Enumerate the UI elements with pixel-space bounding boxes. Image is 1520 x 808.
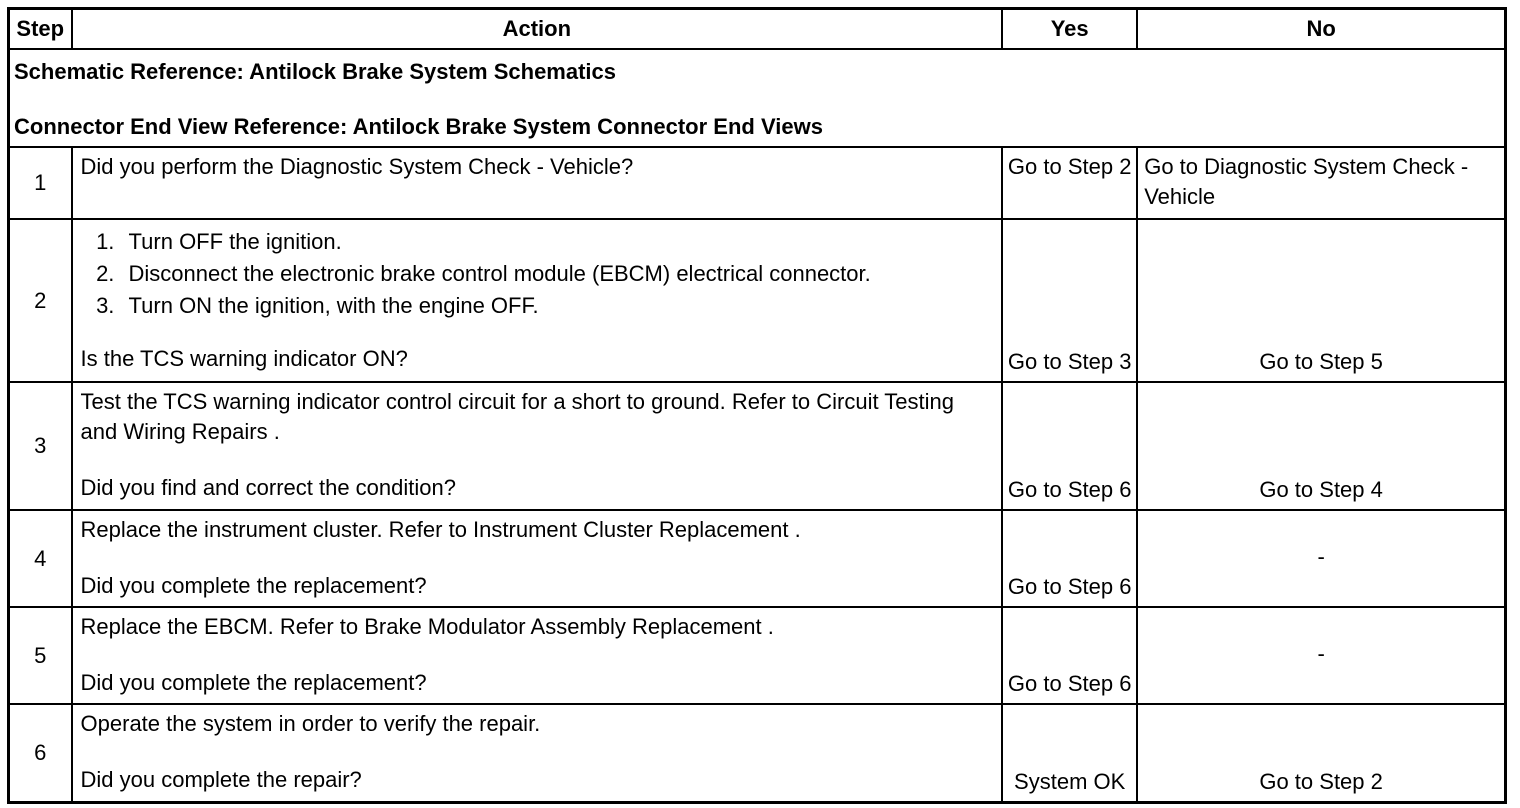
table-row: 5 Replace the EBCM. Refer to Brake Modul… [7,606,1507,705]
action-text: Did you perform the Diagnostic System Ch… [80,154,634,179]
step-action: Turn OFF the ignition. Disconnect the el… [70,218,1004,383]
step-action: Test the TCS warning indicator control c… [70,381,1004,511]
header-no: No [1136,7,1507,50]
header-action: Action [70,7,1004,50]
diagnostic-table: Step Action Yes No Schematic Reference: … [7,7,1507,804]
action-text: Replace the instrument cluster. Refer to… [80,517,801,542]
action-question: Did you find and correct the condition? [80,475,456,500]
step-action: Operate the system in order to verify th… [70,703,1004,803]
no-result: Go to Diagnostic System Check - Vehicle [1136,146,1507,220]
table-row: 6 Operate the system in order to verify … [7,703,1507,803]
table-row: 3 Test the TCS warning indicator control… [7,381,1507,511]
no-result: Go to Step 2 [1136,703,1507,803]
header-step: Step [7,7,73,50]
step-action: Did you perform the Diagnostic System Ch… [70,146,1004,220]
action-text: Operate the system in order to verify th… [80,711,541,736]
yes-result: Go to Step 2 [1001,146,1139,220]
action-question: Did you complete the replacement? [80,573,427,598]
no-result: Go to Step 5 [1136,218,1507,383]
action-list-item: Turn OFF the ignition. [121,226,996,258]
action-list-item: Disconnect the electronic brake control … [121,258,996,290]
action-question: Did you complete the repair? [80,767,362,792]
yes-result: Go to Step 6 [1001,606,1139,705]
step-number: 1 [7,146,73,220]
step-number: 2 [7,218,73,383]
yes-result: Go to Step 6 [1001,509,1139,608]
connector-reference: Connector End View Reference: Antilock B… [14,114,823,139]
step-action: Replace the EBCM. Refer to Brake Modulat… [70,606,1004,705]
no-result: - [1136,509,1507,608]
table-row: 1 Did you perform the Diagnostic System … [7,146,1507,220]
yes-result: Go to Step 6 [1001,381,1139,511]
yes-result: System OK [1001,703,1139,803]
table-row: 4 Replace the instrument cluster. Refer … [7,509,1507,608]
header-row: Step Action Yes No [7,7,1507,50]
reference-cell: Schematic Reference: Antilock Brake Syst… [7,48,1507,148]
schematic-reference: Schematic Reference: Antilock Brake Syst… [14,59,617,84]
step-number: 4 [7,509,73,608]
action-question: Is the TCS warning indicator ON? [80,346,408,371]
header-yes: Yes [1001,7,1139,50]
step-number: 3 [7,381,73,511]
reference-row: Schematic Reference: Antilock Brake Syst… [7,48,1507,148]
step-number: 6 [7,703,73,803]
action-question: Did you complete the replacement? [80,670,427,695]
action-list: Turn OFF the ignition. Disconnect the el… [81,226,996,322]
table-row: 2 Turn OFF the ignition. Disconnect the … [7,218,1507,383]
no-result: Go to Step 4 [1136,381,1507,511]
action-text: Test the TCS warning indicator control c… [80,389,954,444]
action-text: Replace the EBCM. Refer to Brake Modulat… [80,614,774,639]
step-number: 5 [7,606,73,705]
yes-result: Go to Step 3 [1001,218,1139,383]
no-result: - [1136,606,1507,705]
step-action: Replace the instrument cluster. Refer to… [70,509,1004,608]
action-list-item: Turn ON the ignition, with the engine OF… [121,290,996,322]
